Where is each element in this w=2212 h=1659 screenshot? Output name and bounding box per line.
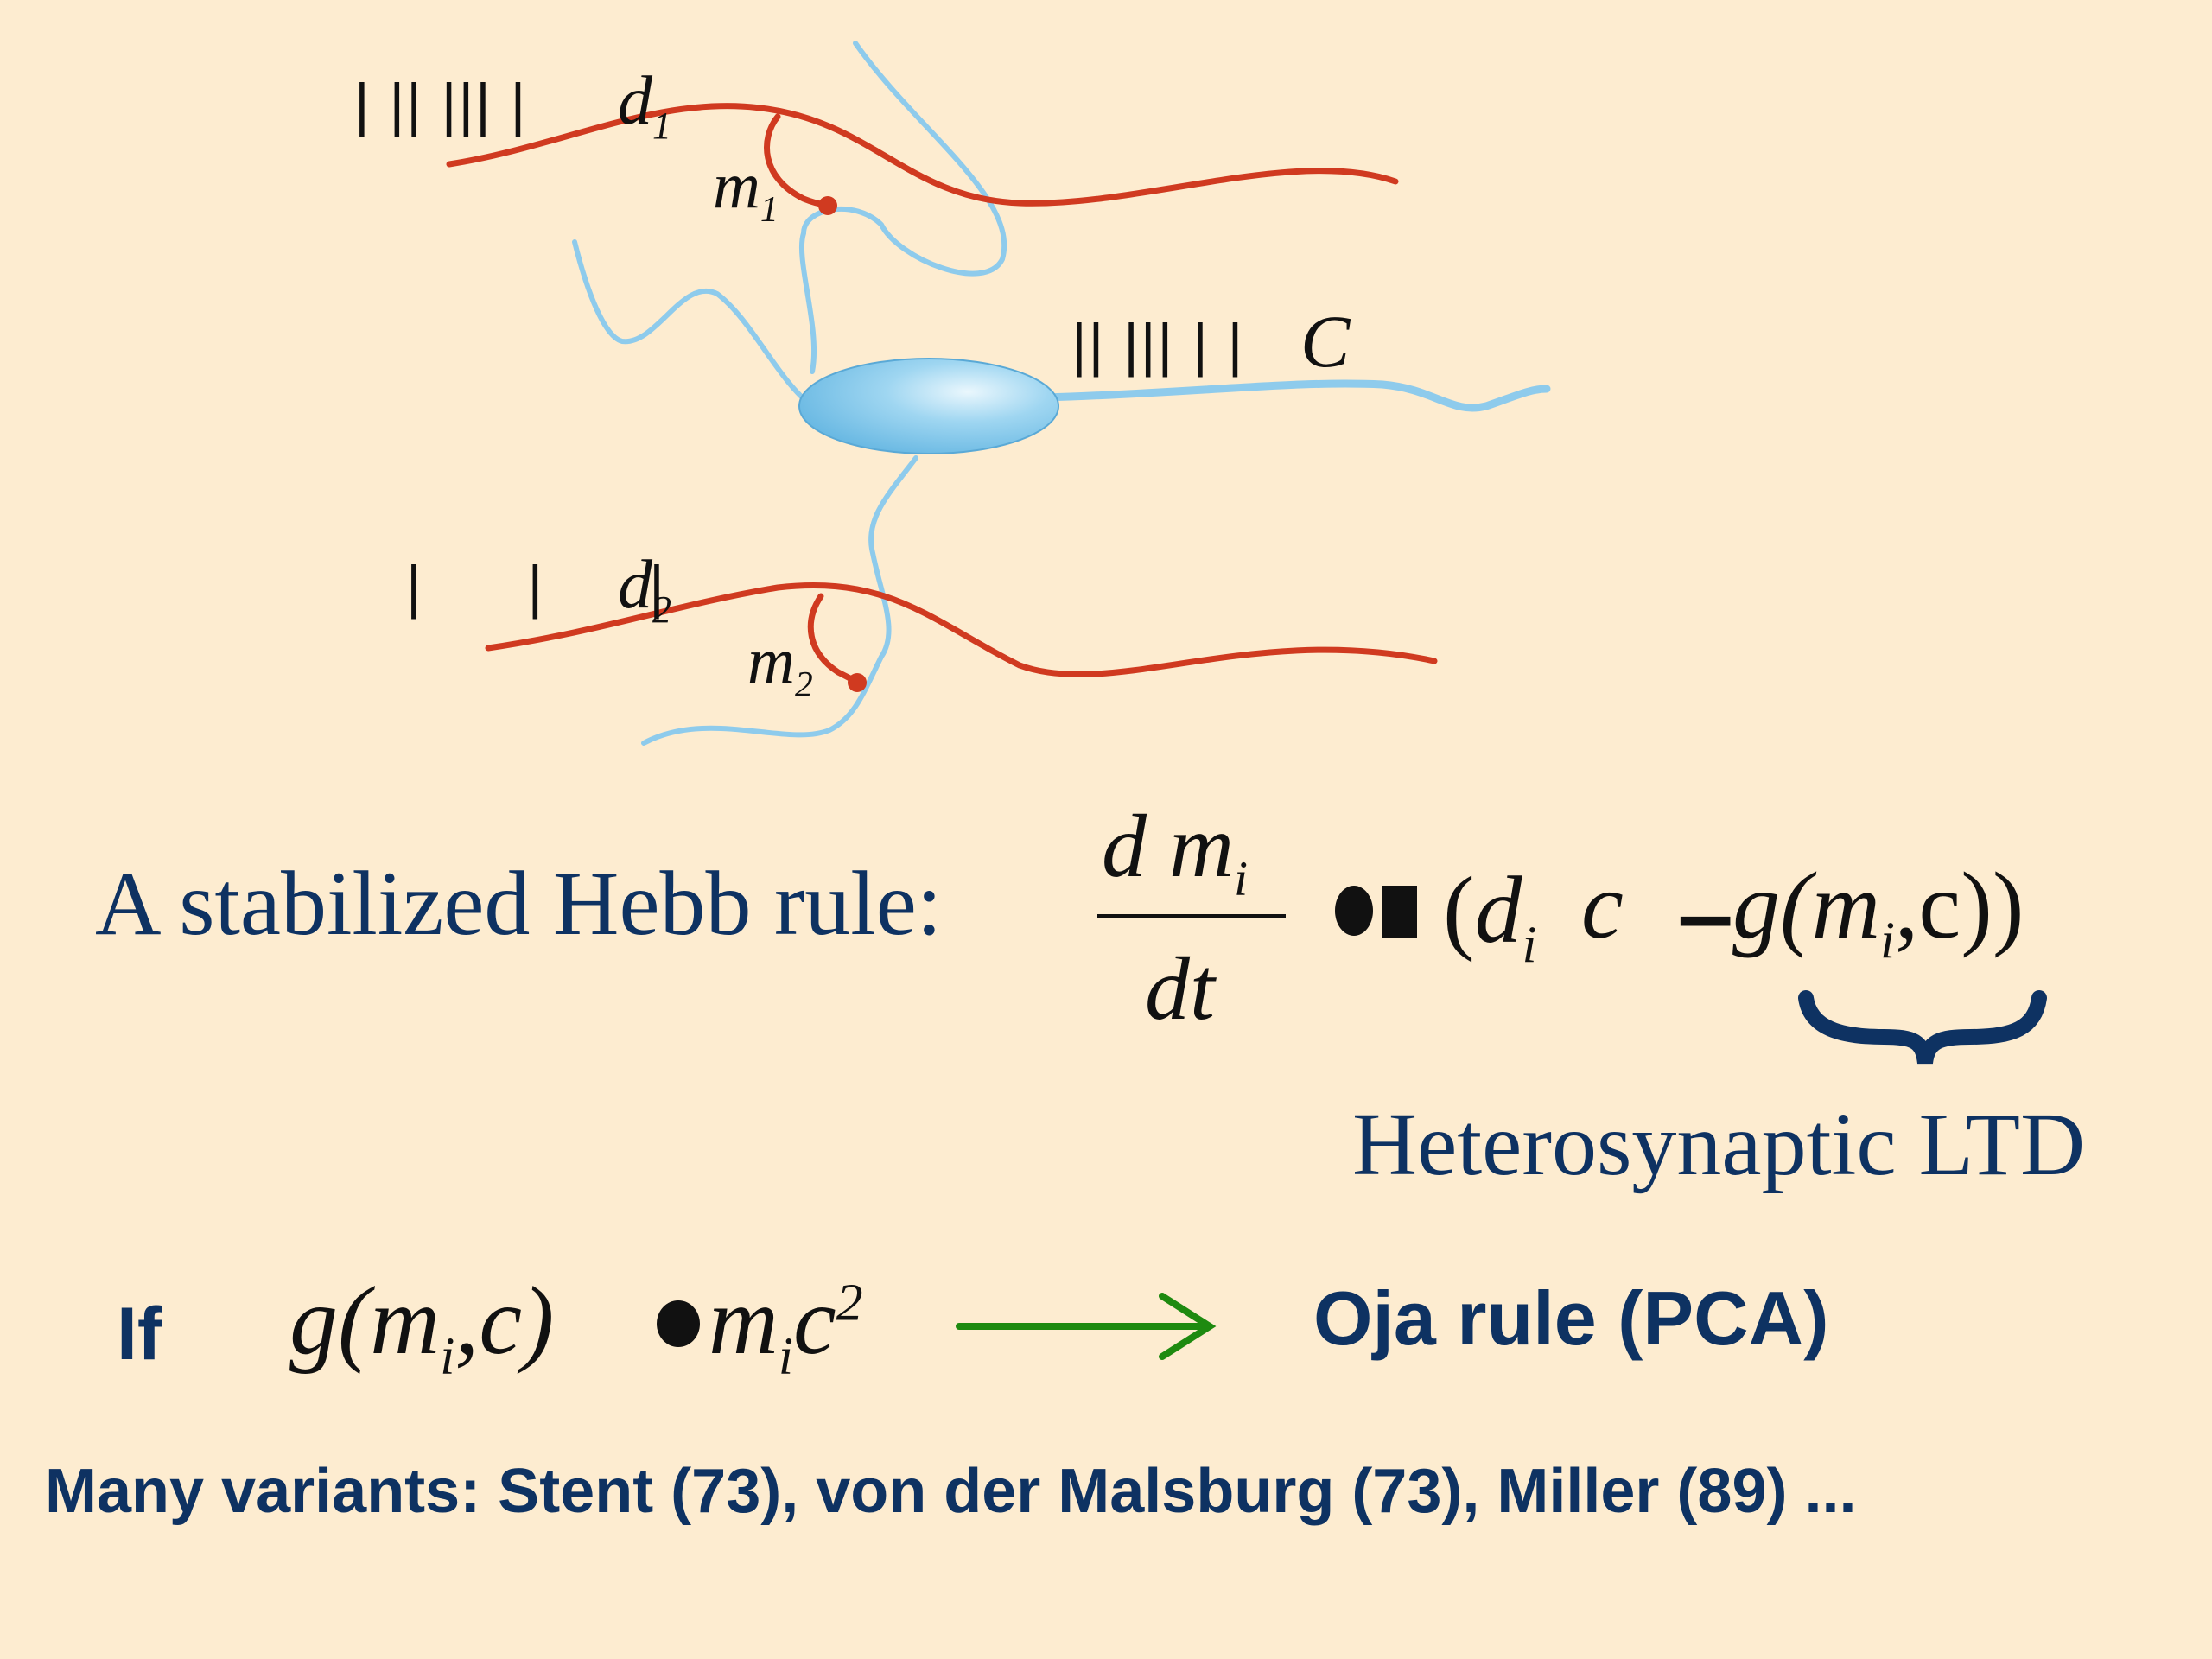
soma [798,358,1059,454]
label-d2: d2 [618,547,671,631]
branch-m1 [764,113,829,208]
equation-numerator: d mi [1102,797,1248,906]
brace [1798,990,2047,1065]
dendrite-top-loop [798,41,1007,374]
spike-train-d2: | | | [406,554,709,620]
equation-rhs-c: c [1581,853,1624,958]
label-m1: m1 [713,149,779,231]
oja-rule-label: Oja rule (PCA) [1313,1275,1829,1361]
label-c: C [1300,300,1351,383]
eta-icon [1382,886,1417,938]
oja-m-c-squared: mic2 [709,1268,863,1386]
footer-variants: Many variants: Stent (73), von der Malsb… [45,1457,1857,1526]
dendrite-bottom [641,455,918,746]
equation-rhs-g: g(mi,c)) [1732,853,2024,969]
equation-denominator: dt [1145,939,1215,1039]
minus-icon: − [1672,873,1739,965]
oja-proportional-icon [657,1300,700,1347]
dendrite-top-left [572,239,815,409]
input-axon-d1 [446,103,1399,207]
label-m2: m2 [747,625,813,706]
dendrites [572,41,1007,746]
arrow [956,1293,1217,1360]
if-label: If [117,1293,162,1376]
spike-train-d1: | || ||| | [354,72,528,137]
proportional-icon [1335,886,1373,936]
synapse-m1 [818,196,837,215]
synapse-m2 [848,673,867,692]
equation-rhs-d: ((ddi [1443,857,1537,974]
output-axon [1041,379,1551,412]
oja-g-expression: g(mi,c) [289,1268,555,1386]
spike-train-c: || ||| | | [1071,312,1245,378]
label-d1: d1 [618,63,671,147]
fraction-bar [1097,914,1286,918]
branch-m2 [807,593,859,684]
heterosynaptic-ltd-label: Heterosynaptic LTD [1352,1095,2086,1194]
input-axon-d2 [485,582,1438,677]
equation-label: A stabilized Hebb rule: [95,853,943,954]
